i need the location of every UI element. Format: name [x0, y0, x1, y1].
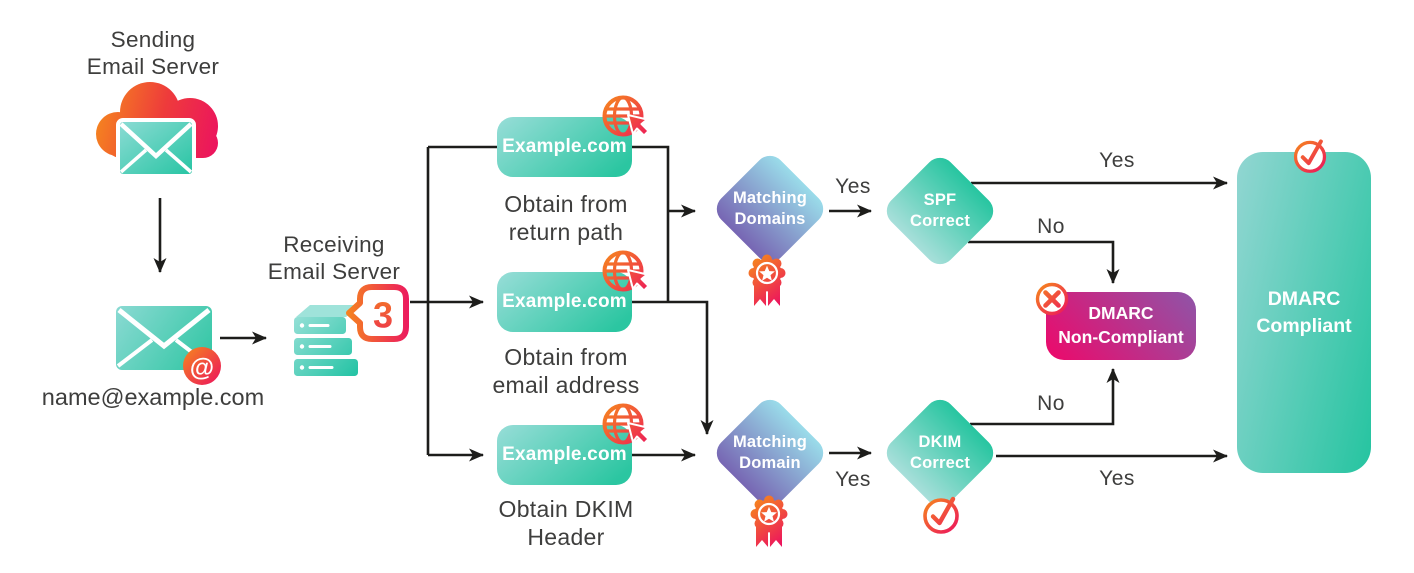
award-ribbon-icon	[750, 495, 788, 547]
edge-returnpath-join	[632, 145, 670, 302]
at-sign-badge-icon	[183, 347, 221, 385]
badge-count: 3	[373, 295, 393, 336]
edge-label-dkim-yes: Yes	[1099, 467, 1135, 490]
decision-spf-correct: SPF Correct	[880, 151, 1000, 271]
edge-spf-no	[968, 240, 1120, 284]
cursor-arrow	[627, 269, 650, 292]
edge-label-spf-yes: Yes	[1099, 149, 1135, 172]
award-ribbon-icon	[748, 254, 786, 306]
result-dmarc-compliant: DMARC Compliant	[1237, 152, 1371, 473]
decision-dkim-correct: DKIM Correct	[880, 393, 1000, 513]
svg-text:@: @	[190, 354, 214, 382]
globe-click-icon	[602, 403, 650, 445]
cursor-arrow	[627, 114, 650, 137]
server-stack-icon	[294, 305, 360, 376]
check-circle-icon	[923, 496, 959, 534]
receiving-server-label: Receiving Email Server	[267, 232, 401, 285]
caption-return-path: Obtain from return path	[504, 191, 628, 245]
globe-click-icon	[602, 95, 650, 137]
star-icon	[759, 265, 775, 281]
edge-label-dkim-no: No	[1037, 392, 1065, 415]
star-icon	[761, 506, 777, 522]
cursor-arrow	[627, 422, 650, 445]
edge-dkim-no	[970, 368, 1120, 426]
caption-email-address: Obtain from email address	[492, 344, 640, 398]
decision-matching-domain: Matching Domain	[710, 393, 830, 513]
envelope-shape	[116, 118, 196, 178]
x-circle-icon	[1035, 282, 1069, 316]
edge-label-matching-domains-yes: Yes	[835, 175, 871, 198]
decision-matching-domains: Matching Domains	[710, 149, 830, 269]
globe-click-icon	[602, 250, 650, 292]
cloud-email-icon	[96, 82, 218, 178]
edge-emailaddress-down	[632, 300, 714, 435]
sender-address-label: name@example.com	[41, 384, 265, 410]
message-count-badge: 3	[346, 284, 409, 342]
result-dmarc-non-compliant: DMARC Non-Compliant	[1046, 292, 1196, 360]
edge-label-spf-no: No	[1037, 215, 1065, 238]
edge-label-matching-domain-yes: Yes	[835, 468, 871, 491]
check-circle-icon	[1293, 139, 1327, 173]
caption-dkim-header: Obtain DKIM Header	[498, 496, 634, 550]
sending-server-label: Sending Email Server	[86, 27, 220, 80]
email-envelope-icon: @	[116, 306, 221, 385]
